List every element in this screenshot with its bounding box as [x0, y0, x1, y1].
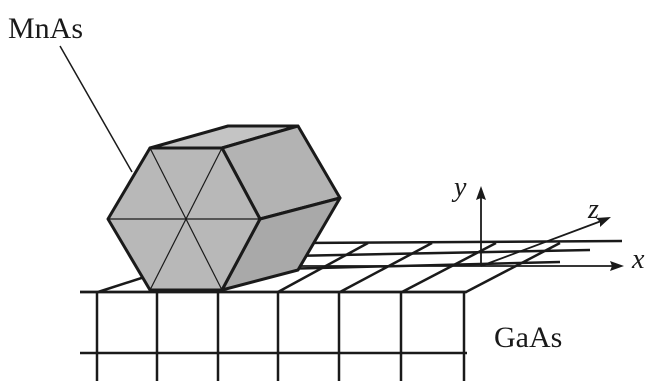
mnas-leader-line: [59, 45, 133, 173]
mnas-label: MnAs: [8, 12, 83, 45]
hexagon-spokes: [108, 147, 260, 291]
z-axis-line: [480, 219, 605, 267]
surface-diagonal-line: [277, 241, 369, 294]
y-axis-arrowhead: [476, 186, 486, 200]
surface-diagonal-line: [339, 241, 433, 294]
surface-row-line: [299, 239, 623, 245]
z-axis-label: z: [587, 194, 599, 225]
axes: [300, 186, 624, 271]
gaas-label: GaAs: [494, 321, 562, 354]
substrate-grid: [80, 290, 467, 381]
x-axis-label: x: [631, 244, 645, 275]
z-axis-arrowhead: [596, 217, 611, 227]
mnas-hexagonal-prism: [106, 124, 342, 292]
surface-diagonal-line: [465, 241, 561, 294]
x-axis-arrowhead: [610, 261, 624, 271]
y-axis-label: y: [451, 172, 467, 203]
